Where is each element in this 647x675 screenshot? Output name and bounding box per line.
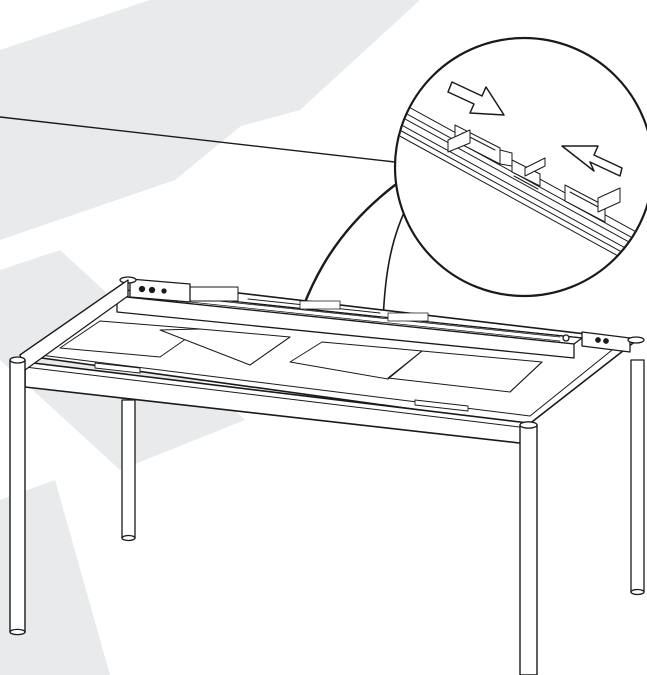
arrow-left-icon [561, 145, 623, 177]
back-leg-right [630, 359, 645, 596]
leader-line [0, 116, 396, 163]
table-frame [9, 276, 645, 675]
slider-left [447, 124, 513, 167]
bracket-left [119, 276, 191, 303]
watermark [0, 0, 420, 675]
arrow-right-icon [447, 81, 505, 116]
detail-magnifier [393, 36, 647, 298]
front-leg-right [519, 421, 538, 675]
joint-clip [511, 157, 546, 190]
front-leg-left [9, 356, 26, 636]
slider-right [564, 184, 621, 223]
bracket-right [581, 331, 645, 353]
cross-panels [59, 320, 543, 393]
back-leg-left [121, 399, 136, 542]
